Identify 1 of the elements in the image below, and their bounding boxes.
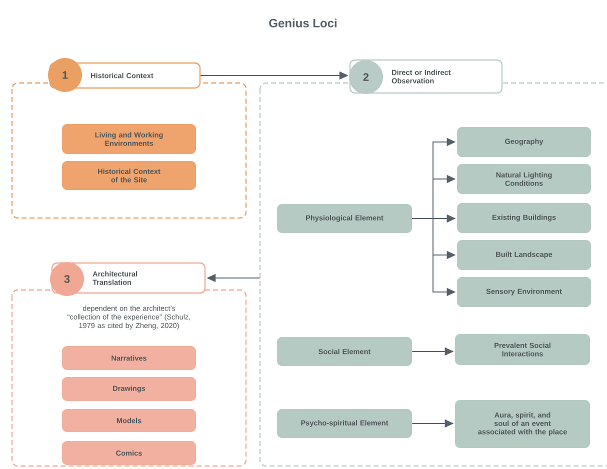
title: Genius Loci xyxy=(269,18,336,28)
